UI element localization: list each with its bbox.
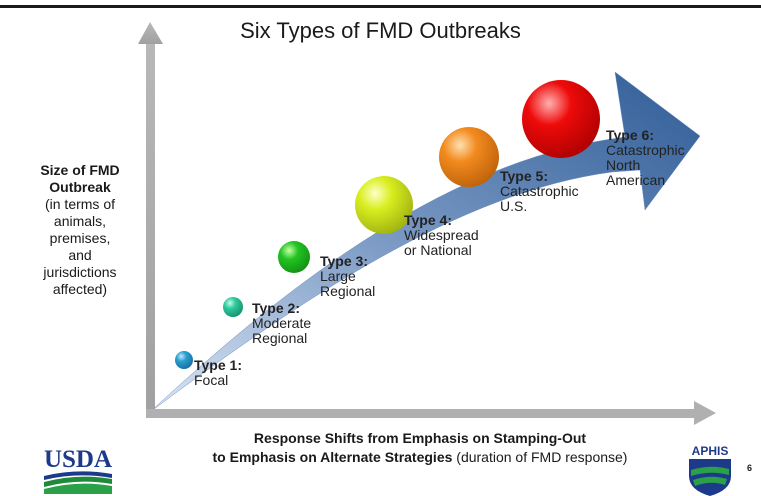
x-label-line2-rest: (duration of FMD response) [452, 449, 628, 465]
type-label-4: Type 4: Widespread or National [404, 213, 479, 258]
type-5-desc2: U.S. [500, 198, 528, 214]
y-label-rest-1: animals, [53, 213, 107, 229]
x-label-line2-bold: to Emphasis on Alternate Strategies [212, 449, 453, 465]
y-axis-label: Size of FMD Outbreak (in terms of animal… [14, 162, 146, 298]
type-5-bubble [439, 127, 499, 187]
type-label-2: Type 2: Moderate Regional [252, 301, 311, 346]
type-label-6: Type 6: Catastrophic North American [606, 128, 685, 188]
type-6-desc3: American [606, 172, 666, 188]
type-3-name: Type 3: [320, 253, 368, 269]
top-rule [0, 5, 761, 8]
type-4-desc2: or National [404, 242, 472, 258]
aphis-logo: APHIS [689, 444, 731, 496]
y-label-line1: Size of FMD [40, 162, 120, 178]
aphis-logo-text: APHIS [692, 444, 729, 458]
type-3-desc2: Regional [320, 283, 376, 299]
y-axis [138, 22, 163, 418]
type-4-name: Type 4: [404, 212, 452, 228]
usda-logo-text: USDA [44, 446, 112, 473]
type-3-bubble [278, 241, 310, 273]
type-1-bubble [175, 351, 193, 369]
type-2-name: Type 2: [252, 300, 300, 316]
type-1-name: Type 1: [194, 357, 242, 373]
type-label-5: Type 5: Catastrophic U.S. [500, 169, 579, 214]
type-6-bubble [522, 80, 600, 158]
type-5-name: Type 5: [500, 168, 548, 184]
type-2-desc1: Moderate [252, 315, 312, 331]
type-4-desc1: Widespread [404, 227, 479, 243]
y-label-line2: Outbreak [49, 179, 111, 195]
usda-logo: USDA [44, 446, 112, 494]
x-axis [146, 401, 716, 425]
x-label-line1: Response Shifts from Emphasis on Stampin… [253, 430, 587, 446]
y-label-rest-3: and [68, 247, 92, 263]
x-axis-label: Response Shifts from Emphasis on Stampin… [150, 429, 690, 467]
type-6-desc2: North [606, 157, 641, 173]
y-label-rest-0: (in terms of [44, 196, 115, 212]
y-label-rest-2: premises, [49, 230, 111, 246]
page-number: 6 [747, 463, 753, 473]
type-6-name: Type 6: [606, 127, 654, 143]
type-5-desc1: Catastrophic [500, 183, 579, 199]
type-4-bubble [355, 176, 413, 234]
page-title: Six Types of FMD Outbreaks [240, 18, 521, 43]
type-6-desc1: Catastrophic [606, 142, 685, 158]
type-label-1: Type 1: Focal [194, 358, 242, 388]
type-3-desc1: Large [320, 268, 356, 284]
type-2-bubble [223, 297, 243, 317]
y-label-rest-4: jurisdictions [43, 264, 117, 280]
type-label-3: Type 3: Large Regional [320, 254, 375, 299]
type-2-desc2: Regional [252, 330, 308, 346]
y-label-rest-5: affected) [52, 281, 108, 297]
type-1-desc: Focal [194, 372, 229, 388]
